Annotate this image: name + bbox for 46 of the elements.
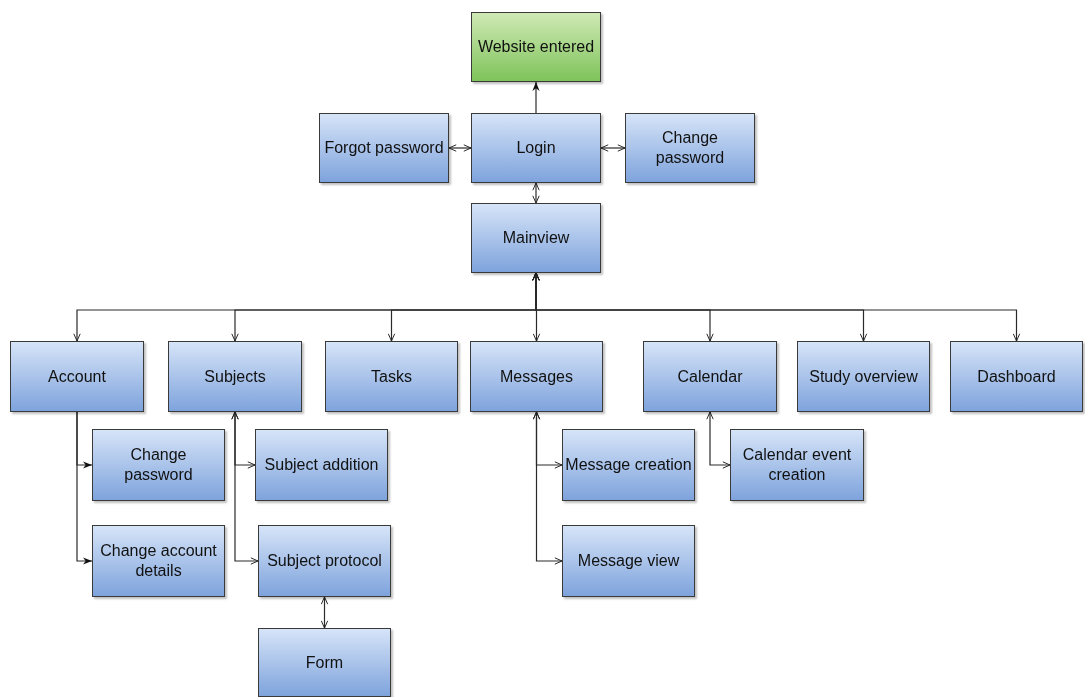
- arrow: [532, 81, 540, 114]
- process-box: [730, 429, 864, 501]
- node-label: Messages: [500, 366, 573, 387]
- process-box: [258, 525, 391, 597]
- arrow: [231, 411, 259, 565]
- process-box: [797, 341, 930, 412]
- process-box: [168, 341, 302, 412]
- node-label: Website entered: [477, 37, 595, 57]
- node-label: Calendar: [677, 366, 743, 387]
- process-box: [470, 341, 603, 412]
- node-label: Mainview: [502, 228, 570, 248]
- process-box: [625, 113, 755, 183]
- node-label: Form: [305, 652, 344, 673]
- node-label: Message view: [577, 551, 680, 571]
- node-label: Tasks: [371, 366, 412, 387]
- process-box: [255, 429, 388, 501]
- node-label: Subjects: [204, 366, 266, 387]
- arrow: [600, 144, 626, 152]
- process-box: [10, 341, 144, 412]
- node-label: Change password: [654, 128, 726, 168]
- process-box: [325, 341, 458, 412]
- process-box: [471, 113, 601, 183]
- node-label: Forgot password: [324, 138, 444, 158]
- process-box: [950, 341, 1083, 412]
- process-box: [319, 113, 449, 183]
- node-label: Subject protocol: [267, 551, 382, 571]
- node-label: Subject addition: [264, 455, 379, 475]
- process-box: [471, 203, 601, 273]
- process-box: [562, 429, 695, 501]
- process-box: [92, 525, 225, 597]
- node-label: Login: [516, 138, 556, 158]
- process-box: [471, 12, 601, 82]
- process-box: [643, 341, 777, 412]
- node-label: Change password: [123, 445, 194, 485]
- arrow: [706, 411, 731, 469]
- node-label: Calendar event creation: [741, 445, 853, 485]
- process-box: [92, 429, 225, 501]
- node-label: Dashboard: [977, 366, 1056, 387]
- node-label: Message creation: [565, 455, 692, 475]
- node-label: Account: [48, 366, 106, 387]
- node-label: Change account details: [99, 541, 218, 581]
- process-box: [258, 628, 391, 697]
- arrow: [532, 182, 540, 204]
- process-box: [562, 525, 695, 597]
- node-label: Study overview: [809, 366, 918, 387]
- arrow: [76, 411, 93, 565]
